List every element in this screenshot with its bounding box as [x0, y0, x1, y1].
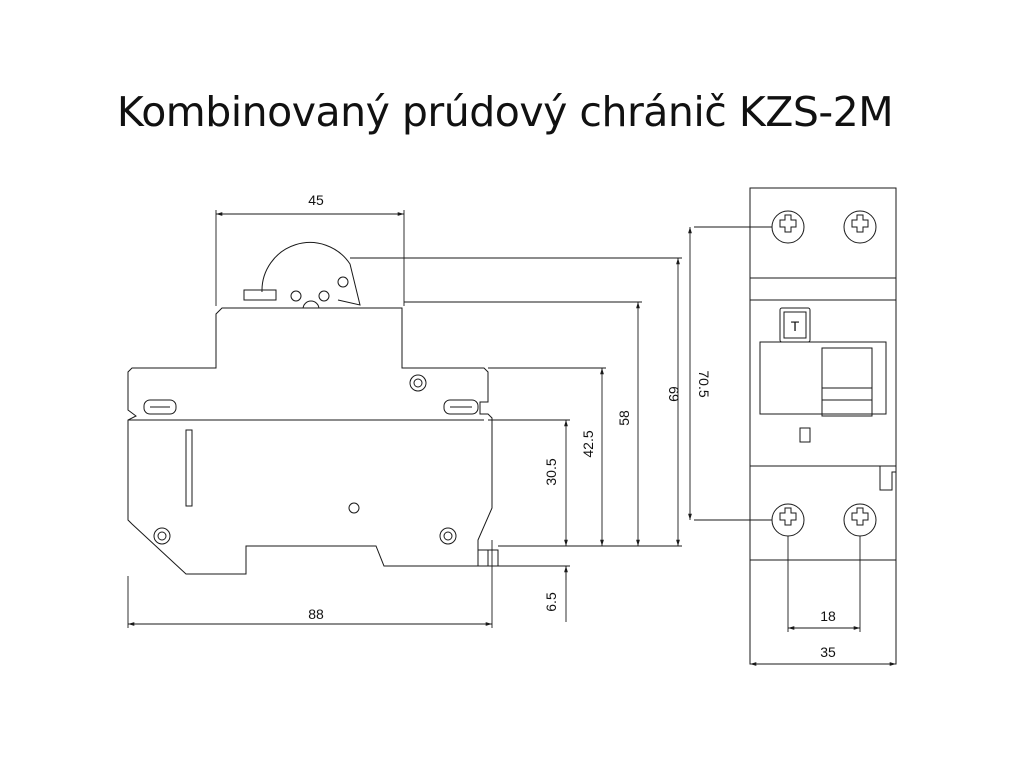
- side-clip: [879, 466, 896, 491]
- side-view: [127, 242, 499, 575]
- terminal-screw-top-right: [843, 210, 877, 244]
- dimension-lines: 45 88 30.5 42.5 58: [127, 192, 896, 666]
- front-view: T: [749, 187, 897, 665]
- dim-top-width: 45: [308, 192, 324, 208]
- screw-bottom-right: [439, 527, 457, 545]
- dim-height-30-5: 30.5: [543, 458, 559, 485]
- handle-pivot: [337, 276, 349, 288]
- handle-pivot-hole: [318, 290, 330, 302]
- indicator-dot: [348, 502, 360, 514]
- rotary-handle: [261, 242, 361, 306]
- label-slot: [185, 429, 193, 507]
- test-button-label: T: [791, 318, 800, 334]
- indicator-window: [799, 427, 811, 443]
- dim-base-6-5: 6.5: [543, 592, 559, 612]
- page-title: Kombinovaný prúdový chránič KZS-2M: [116, 88, 894, 136]
- handle-pivot-hole: [290, 290, 302, 302]
- housing-outline: [127, 307, 493, 575]
- terminal-screw-bottom-right: [843, 503, 877, 537]
- handle-stop: [243, 289, 277, 301]
- dim-height-42-5: 42.5: [580, 430, 596, 457]
- upper-terminal-left: [143, 399, 177, 415]
- screw-bottom-left: [153, 527, 171, 545]
- toggle-window: [759, 341, 887, 415]
- dim-height-58: 58: [616, 410, 632, 426]
- upper-terminal-right: [443, 399, 479, 415]
- dim-terminal-spacing: 18: [820, 608, 836, 624]
- toggle-handle: [821, 347, 873, 417]
- dim-module-width: 35: [820, 644, 836, 660]
- terminal-screw-top-left: [771, 210, 805, 244]
- front-housing: [749, 187, 897, 665]
- dim-height-69: 69: [666, 386, 682, 402]
- dim-height-70-5: 70.5: [696, 370, 712, 397]
- dim-overall-width: 88: [308, 606, 324, 622]
- screw-top-right: [409, 374, 427, 392]
- terminal-screw-bottom-left: [771, 503, 805, 537]
